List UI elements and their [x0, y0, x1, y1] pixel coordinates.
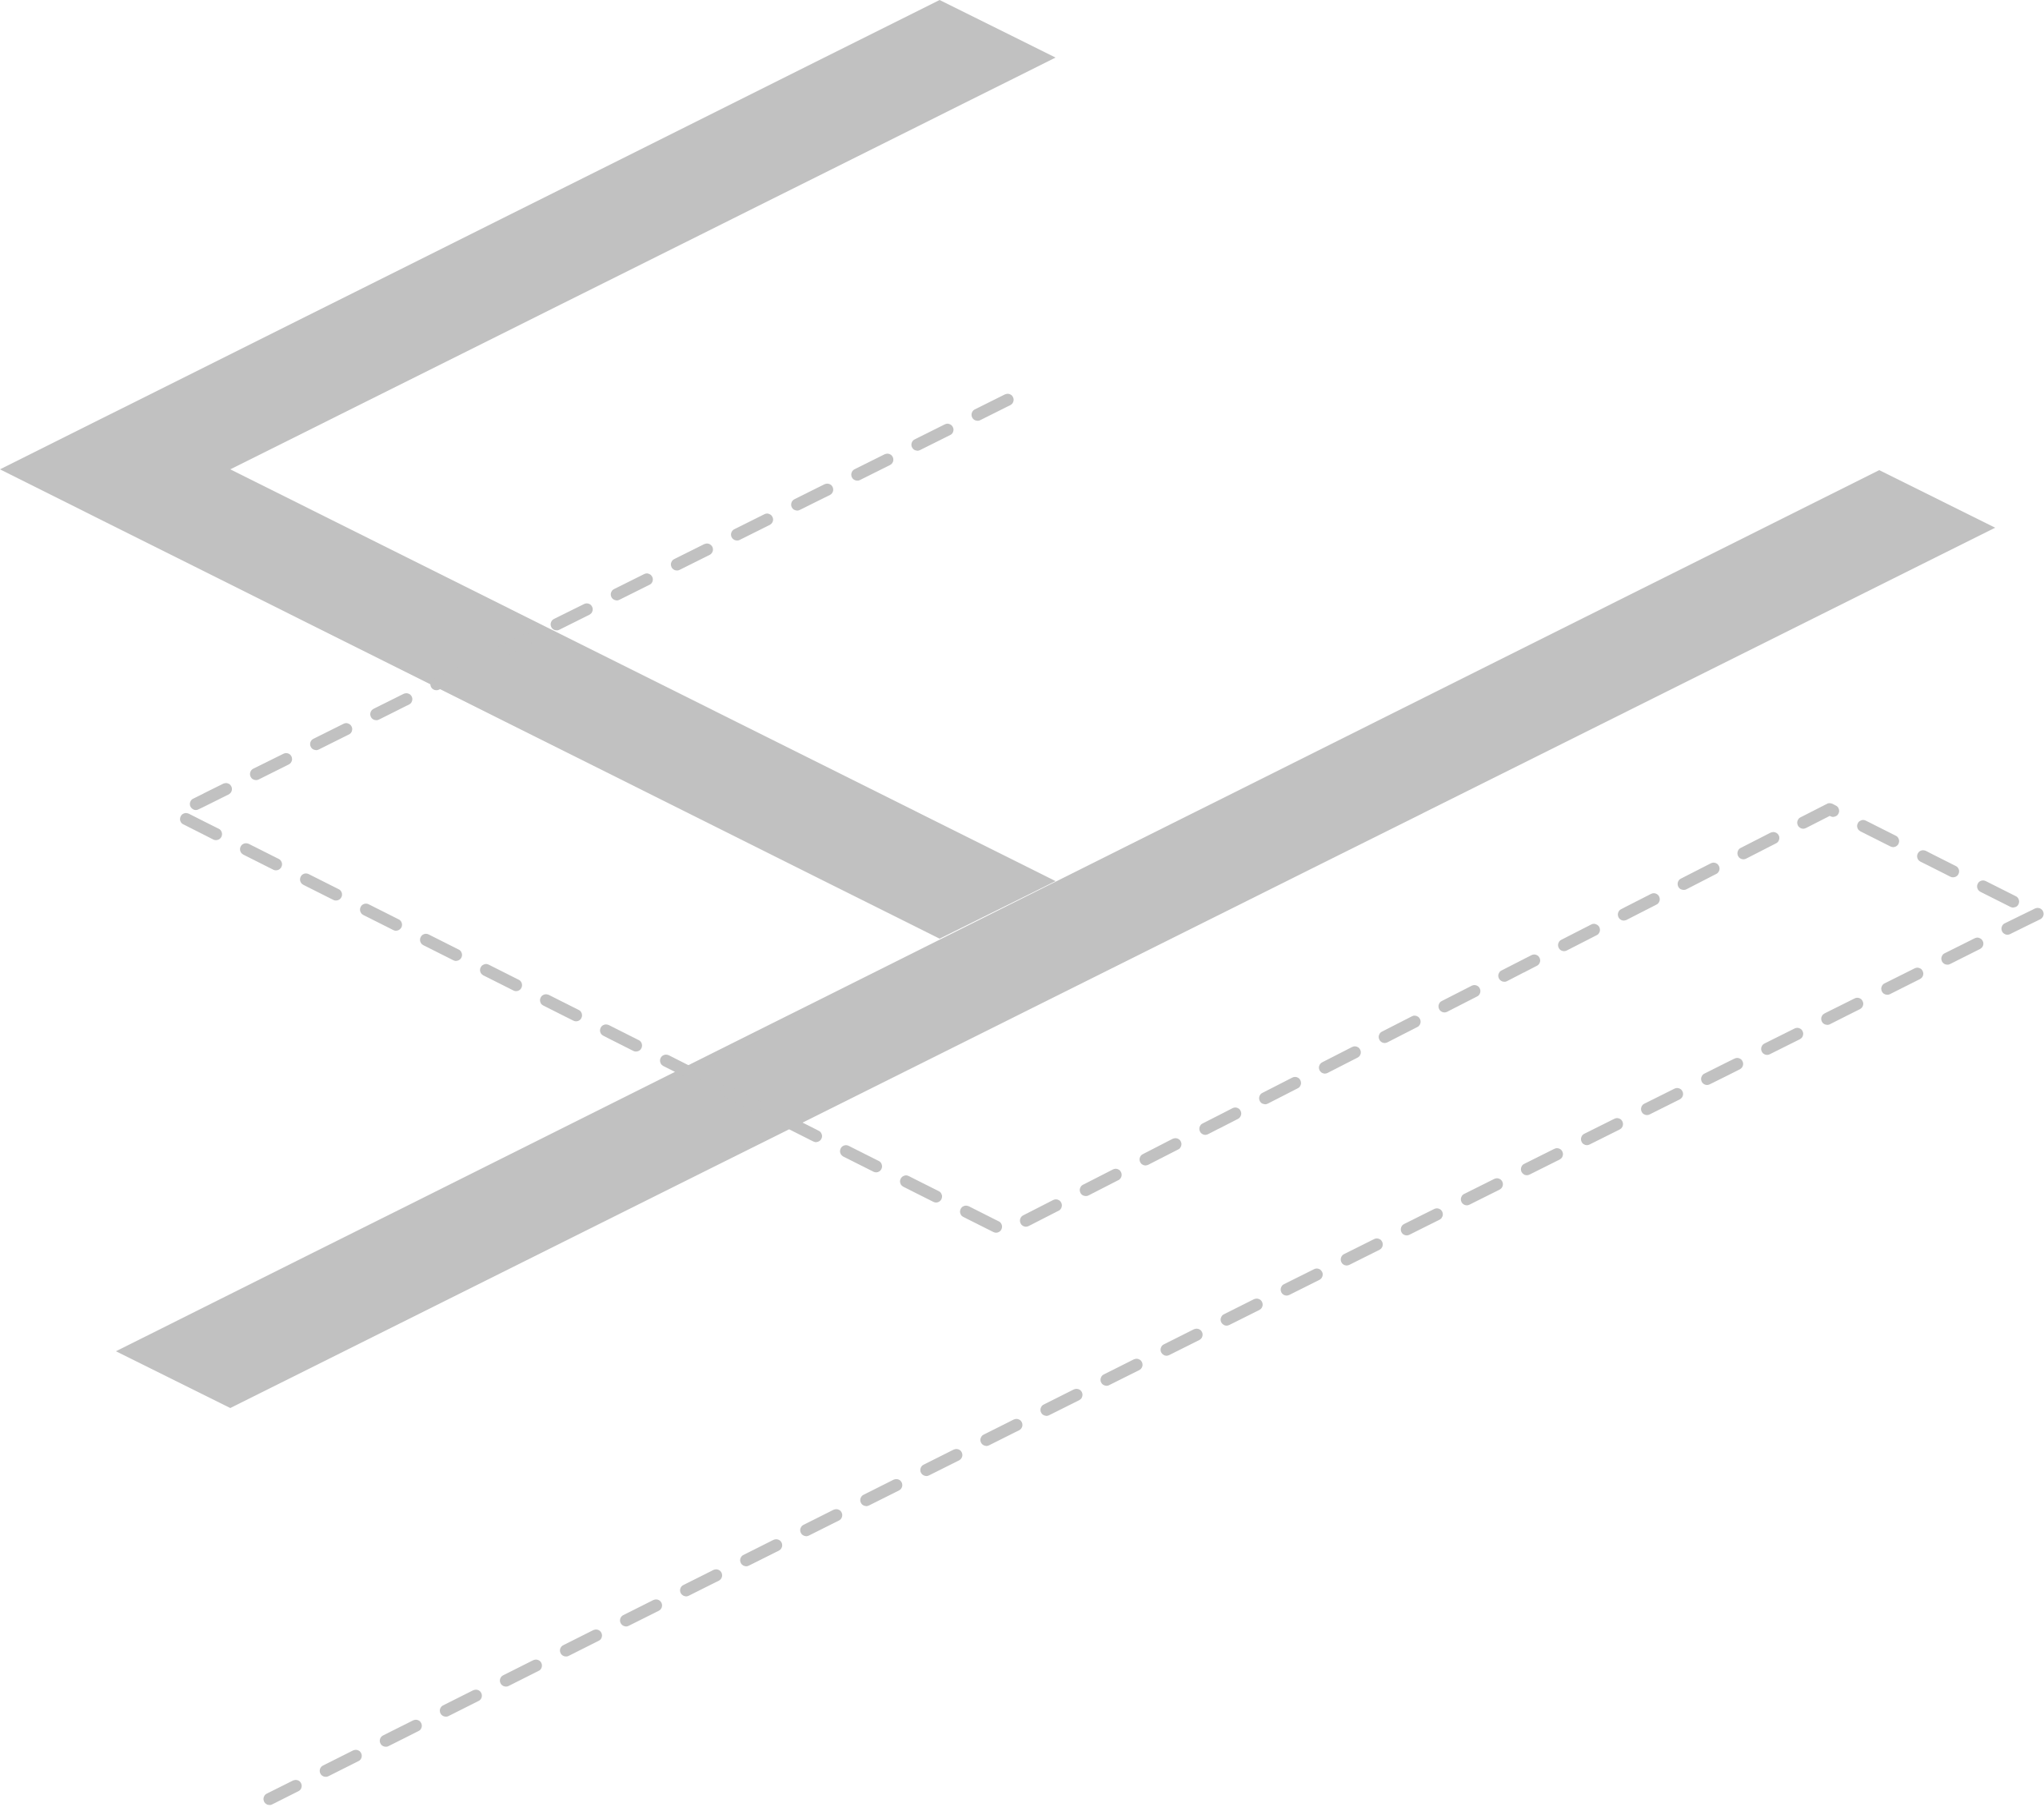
solid-band-shape — [116, 470, 1995, 1408]
dashed-chevron-outline — [170, 393, 2044, 1238]
dashed-band-outline — [263, 907, 2044, 1805]
solid-chevron-shape — [0, 0, 1056, 939]
